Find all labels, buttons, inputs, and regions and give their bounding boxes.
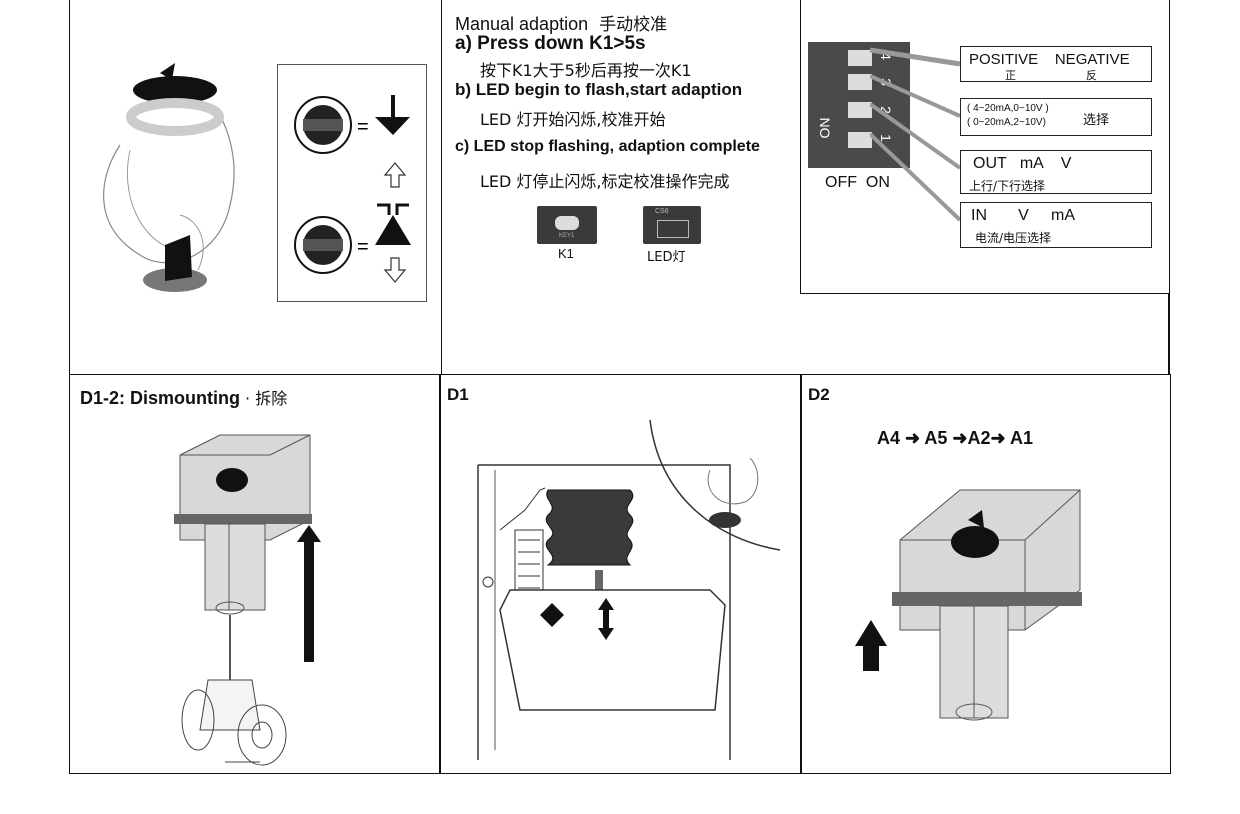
- dip-label-signal: IN V mA 电流/电压选择: [960, 202, 1152, 248]
- step-c-cn: LED 灯停止闪烁,标定校准操作完成: [480, 172, 730, 191]
- dip-label-direction: OUT mA V 上行/下行选择: [960, 150, 1152, 194]
- adaption-title: Manual adaption 手动校准: [455, 10, 667, 35]
- vertical-divider-right: [1168, 294, 1170, 374]
- step-b-cn: LED 灯开始闪烁,校准开始: [480, 110, 666, 129]
- top-middle-panel: Manual adaption 手动校准 a) Press down K1>5s…: [440, 0, 800, 374]
- k1-chip-label: KEY1: [559, 233, 575, 239]
- panel-d12: [69, 374, 441, 774]
- dip-label-polarity: POSITIVE NEGATIVE 正 反: [960, 46, 1152, 82]
- step-a: a) Press down K1>5s: [455, 33, 646, 54]
- d12-title-cn: · 拆除: [245, 389, 288, 408]
- range-line2: ( 0~20mA,2~10V): [967, 117, 1046, 128]
- direction-cn: 上行/下行选择: [969, 179, 1046, 193]
- k1-button-photo: KEY1: [537, 206, 597, 244]
- d1-manual-crank-illustration: [477, 414, 781, 760]
- polarity-cn: 正 反: [1005, 69, 1097, 82]
- off-on-label: OFF ON: [825, 174, 890, 191]
- svg-text:=: =: [357, 236, 369, 258]
- top-right-panel: [800, 0, 1170, 294]
- d1-title: D1: [447, 385, 469, 404]
- dip-on-label: ON: [816, 117, 833, 139]
- step-a-cn: 按下K1大于5秒后再按一次K1: [480, 61, 692, 80]
- panel-d1: [439, 374, 802, 774]
- signal-cn: 电流/电压选择: [975, 231, 1052, 245]
- k1-label: K1: [558, 246, 574, 261]
- d2-sequence: A4 ➜ A5 ➜A2➜ A1: [877, 428, 1033, 448]
- step-b: b) LED begin to flash,start adaption: [455, 80, 743, 99]
- dip-label-range: ( 4~20mA,0~10V ) ( 0~20mA,2~10V) 选择: [960, 98, 1152, 136]
- step-c: c) LED stop flashing, adaption complete: [455, 138, 760, 155]
- led-photo: CS6: [643, 206, 701, 244]
- range-select: 选择: [1083, 113, 1110, 128]
- d2-title: D2: [808, 385, 830, 404]
- dip-connector-lines: [870, 47, 962, 222]
- rotation-direction-icons: = =: [294, 95, 411, 283]
- led-chip-label: CS6: [655, 208, 669, 215]
- direction-en: OUT mA V: [973, 155, 1072, 172]
- manual-knob-illustration: [103, 63, 235, 292]
- led-label: LED灯: [647, 250, 686, 265]
- dip-switch: ON 4 3 2 1: [808, 42, 910, 168]
- d12-title: D1-2: Dismounting · 拆除: [80, 385, 287, 409]
- d2-mounting-illustration: [855, 489, 1082, 721]
- signal-en: IN V mA: [971, 207, 1076, 224]
- d12-title-en: D1-2: Dismounting: [80, 388, 240, 408]
- range-line1: ( 4~20mA,0~10V ): [967, 103, 1049, 114]
- adaption-title-cn: 手动校准: [599, 15, 668, 35]
- adaption-title-en: Manual adaption: [455, 14, 589, 34]
- panel-d2: [800, 374, 1171, 774]
- svg-text:=: =: [357, 116, 369, 138]
- top-left-panel: [69, 0, 442, 374]
- polarity-en: POSITIVE NEGATIVE: [969, 51, 1130, 68]
- dismounting-illustration: [174, 434, 321, 766]
- direction-legend-box: [277, 64, 427, 302]
